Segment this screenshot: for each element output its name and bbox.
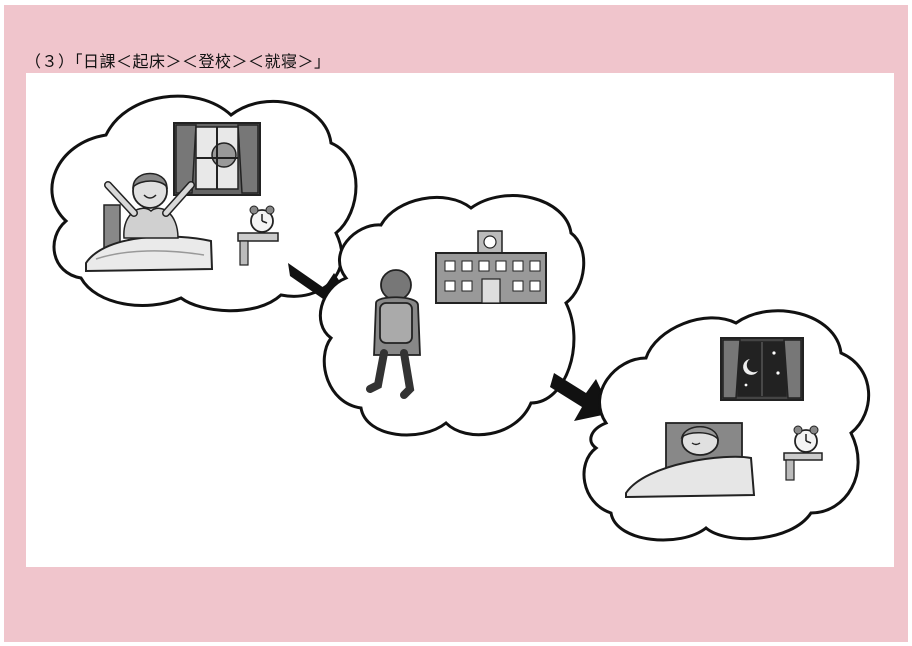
page-frame: （３）「日課＜起床＞＜登校＞＜就寝＞」: [4, 5, 908, 642]
thought-cloud-school: [318, 194, 586, 437]
arrow-school-to-bed-icon: [550, 373, 612, 421]
boy-stretching-icon: [104, 172, 195, 239]
bed-icon: [85, 204, 214, 273]
daily-routine-illustration: [50, 94, 871, 542]
school-building-icon: [435, 230, 547, 304]
window-sun-icon: [173, 122, 261, 196]
illustration-panel: [26, 73, 894, 567]
student-with-backpack-icon: [366, 269, 421, 399]
section-heading: （３）「日課＜起床＞＜登校＞＜就寝＞」: [25, 52, 331, 71]
alarm-clock-icon: [783, 425, 823, 481]
alarm-clock-icon: [237, 205, 279, 266]
window-moon-stars-icon: [720, 337, 804, 401]
boy-sleeping-icon: [680, 426, 720, 456]
